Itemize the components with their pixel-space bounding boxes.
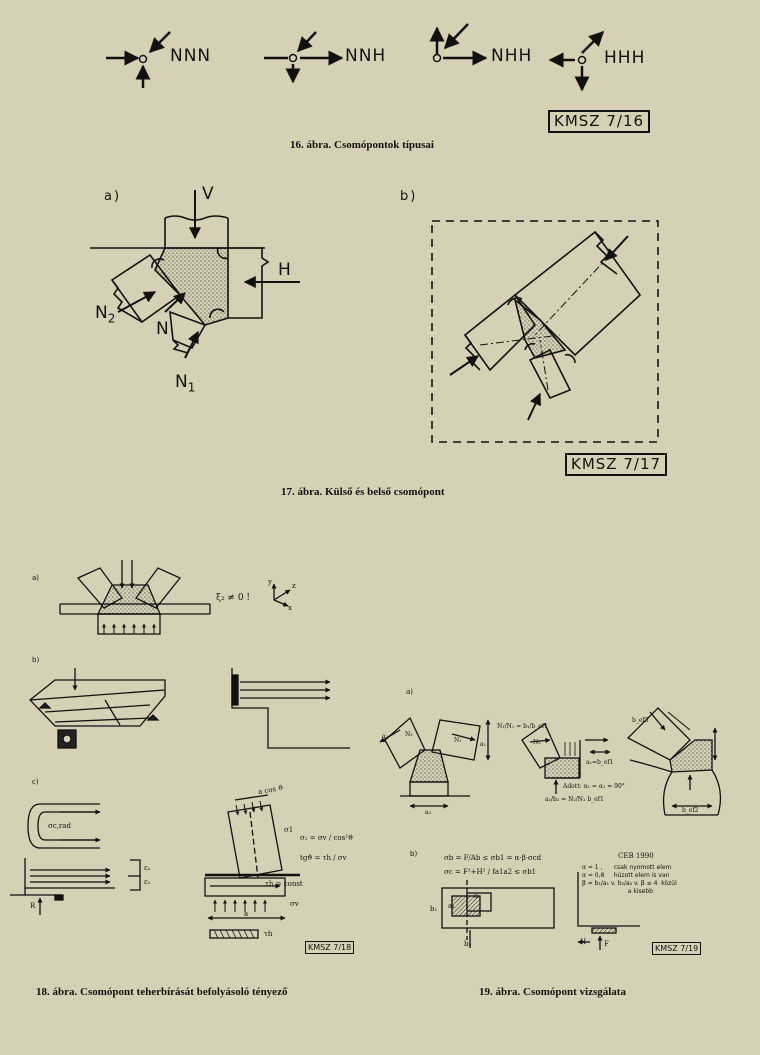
fig16-nnn-node <box>106 31 171 88</box>
fig19-f: F <box>604 940 609 948</box>
fig18-a: a <box>244 910 249 918</box>
fig18-axis-z: z <box>292 582 296 590</box>
fig17b-drawing <box>431 220 659 443</box>
fig19-bef2: b_ef2 <box>682 807 699 814</box>
fig18b-drawing <box>29 668 350 749</box>
fig18a-drawing <box>59 560 291 635</box>
fig19-part-b: b) <box>410 850 418 858</box>
fig19-n2-a: N₂ <box>405 731 413 738</box>
fig16-type-nnn: NNN <box>170 46 212 66</box>
fig18-part-c: c) <box>32 778 39 786</box>
fig19-bef1: a₁=b_ef1 <box>586 759 614 766</box>
fig17-label-n2: N2 <box>95 303 116 326</box>
fig19-bef3: b_ef3 <box>632 717 649 724</box>
fig18-tag: KMSZ 7/18 <box>305 941 355 954</box>
fig19-ratio1: N₁/N₁ = b₁/b_ef1 <box>497 723 548 730</box>
fig19-ceb-line-2: α = 0,8 húzott elem is van <box>582 872 670 879</box>
fig18-axis-y: y <box>268 578 272 586</box>
fig16-caption: 16. ábra. Csomópontok típusai <box>290 139 434 151</box>
fig19-a2-b: a₂ <box>474 892 481 900</box>
fig16-nhh-node <box>429 23 488 66</box>
fig19-adott: Adott: α₁ = α₁ = 90° <box>563 783 625 790</box>
fig19-formula-1: σb = F/Ab ≤ σb1 = α·β·σcd <box>444 854 542 862</box>
fig19-a3: a₃ <box>425 809 431 816</box>
fig17-caption: 17. ábra. Külső és belső csomópont <box>281 486 445 498</box>
fig19-ceb-line-4: a kisebb <box>582 888 653 895</box>
fig18-eps1: ε₁ <box>144 878 151 886</box>
fig18-formula-2: tgϑ = τh / σv <box>300 854 347 862</box>
fig19-ratio2: a₂/b₂ = N₂/N₁ b_ef1 <box>545 796 604 803</box>
fig17-tag: KMSZ 7/17 <box>565 453 668 476</box>
fig18-sigma-v: σv <box>290 900 299 908</box>
fig19-tag: KMSZ 7/19 <box>652 942 702 955</box>
fig19-formula-2: σc = F²+H² / fa1a2 ≤ σb1 <box>444 868 537 876</box>
fig19-caption: 19. ábra. Csomópont vizsgálata <box>479 986 626 998</box>
fig19-part-a: a) <box>406 688 414 696</box>
fig19-h: H <box>580 938 587 946</box>
fig19-ceb-line-1: α = 1 , csak nyomott elem <box>582 864 672 871</box>
fig19-ceb-line-3: β = b₁/a₁ v. b₂/a₂ v. β ≤ 4 közül <box>582 880 677 887</box>
fig18-sigma-rad: σc,rad <box>48 822 71 830</box>
fig17-label-n1: N1 <box>175 372 196 395</box>
fig19-a1: a₁ <box>480 741 486 748</box>
fig19-a2: a₂ <box>382 733 388 740</box>
fig18-tau-h: τh <box>264 930 273 938</box>
fig16-tag: KMSZ 7/16 <box>548 110 651 133</box>
fig16-type-nhh: NHH <box>491 46 533 66</box>
fig19-b1: b₁ <box>430 905 438 913</box>
fig17a-drawing <box>90 190 300 359</box>
fig17-label-h: H <box>278 260 291 280</box>
fig17-part-a: a) <box>104 189 122 204</box>
fig16-type-nnh: NNH <box>345 46 387 66</box>
fig18-part-a: a) <box>32 574 40 582</box>
fig19a-drawing <box>379 707 722 816</box>
fig16-nnh-node <box>264 31 344 84</box>
fig18-part-b: b) <box>32 656 40 664</box>
fig18-caption: 18. ábra. Csomópont teherbírását befolyá… <box>36 986 288 998</box>
fig16-type-hhh: HHH <box>604 48 646 68</box>
fig18-sigma1: σ1 <box>284 826 294 834</box>
fig18c-drawing <box>10 794 300 939</box>
fig19-n2-b: N₂ <box>533 739 541 746</box>
fig17-label-v: V <box>202 184 214 204</box>
fig18-formula-1: σ₁ = σv / cos²ϑ <box>300 834 353 842</box>
fig19-a1-b: a₁ <box>448 902 455 910</box>
fig18-tau-const: τh = const <box>265 880 303 888</box>
fig16-hhh-node <box>548 30 605 92</box>
fig18-axis-x: x <box>288 604 292 612</box>
fig17-part-b: b) <box>400 189 418 204</box>
fig18-label-r: R <box>30 902 36 910</box>
fig19-n1-a: N₁ <box>454 737 462 744</box>
fig18-sigma-cond: ξ₂ ≠ 0 ! <box>216 593 251 603</box>
fig17-label-n: N <box>156 319 169 339</box>
fig19-b2: b₂ <box>464 940 472 948</box>
fig18-eps2: ε₂ <box>144 864 151 872</box>
fig19b-drawing <box>441 872 640 950</box>
fig19-ceb-title: CEB 1990 <box>618 852 654 860</box>
